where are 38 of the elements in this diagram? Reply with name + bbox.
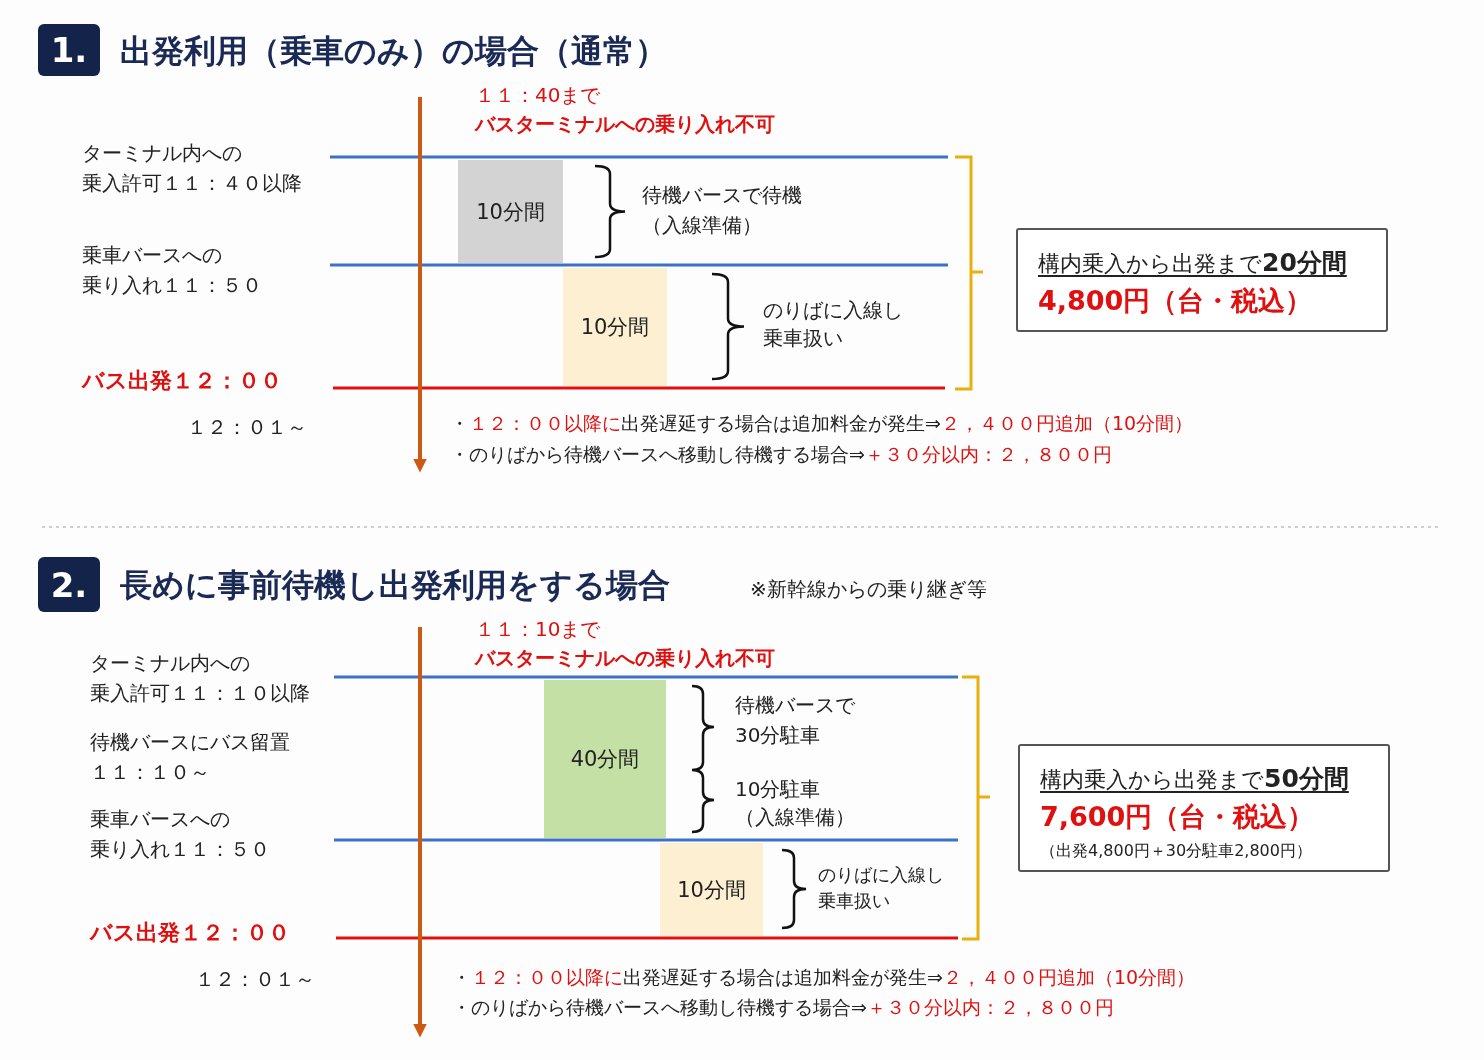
summary-box bbox=[1016, 228, 1388, 332]
time-label: ターミナル内への乗入許可１１：４０以降 bbox=[82, 140, 302, 197]
duration-block: 10分間 bbox=[563, 268, 667, 386]
price-text: 7,600円（台・税込） bbox=[1040, 800, 1316, 834]
note-text: ・１２：００以降に出発遅延する場合は追加料金が発生⇒２，４００円追加（10分間） bbox=[450, 411, 1194, 436]
duration-heading: 構内乗入から出発まで20分間 bbox=[1038, 247, 1348, 279]
duration-heading: 構内乗入から出発まで50分間 bbox=[1040, 763, 1350, 795]
departure-label: バス出発１２：００ bbox=[82, 367, 282, 395]
brace-text: 待機バースで待機（入線準備） bbox=[642, 182, 802, 239]
note-text: ・のりばから待機バースへ移動し待機する場合⇒＋３０分以内：２，８００円 bbox=[452, 995, 1114, 1020]
duration-block: 10分間 bbox=[458, 160, 563, 263]
note-text: ・のりばから待機バースへ移動し待機する場合⇒＋３０分以内：２，８００円 bbox=[450, 442, 1112, 467]
time-limit-text: １１：40まで bbox=[475, 82, 601, 109]
number-badge: 1. bbox=[38, 24, 100, 76]
duration-block: 40分間 bbox=[544, 680, 666, 838]
restriction-text: バスターミナルへの乗り入れ不可 bbox=[475, 111, 775, 138]
time-label: 待機バースにバス留置１１：１０～ bbox=[90, 729, 290, 786]
brace-text: のりばに入線し乗車扱い bbox=[818, 863, 944, 913]
note-text: ・１２：００以降に出発遅延する場合は追加料金が発生⇒２，４００円追加（10分間） bbox=[452, 965, 1196, 990]
section-heading: 出発利用（乗車のみ）の場合（通常） bbox=[120, 31, 667, 72]
brace-text: 10分駐車（入線準備） bbox=[735, 776, 855, 831]
note-text: ※新幹線からの乗り継ぎ等 bbox=[750, 576, 987, 603]
number-badge: 2. bbox=[38, 557, 100, 612]
duration-block: 10分間 bbox=[660, 843, 763, 936]
time-label: 乗車バースへの乗り入れ１１：５０ bbox=[82, 242, 262, 299]
time-limit-text: １１：10まで bbox=[475, 616, 601, 643]
restriction-text: バスターミナルへの乗り入れ不可 bbox=[475, 645, 775, 672]
brace-text: 待機バースで30分駐車 bbox=[735, 692, 855, 749]
departure-label: バス出発１２：００ bbox=[90, 919, 290, 947]
price-text: 4,800円（台・税込） bbox=[1038, 284, 1314, 318]
price-breakdown: （出発4,800円＋30分駐車2,800円） bbox=[1040, 841, 1313, 862]
summary-box bbox=[1018, 744, 1390, 872]
section-heading: 長めに事前待機し出発利用をする場合 bbox=[120, 565, 670, 606]
time-label: １２：０１～ bbox=[195, 966, 315, 993]
time-label: 乗車バースへの乗り入れ１１：５０ bbox=[90, 806, 270, 863]
time-label: １２：０１～ bbox=[187, 414, 307, 441]
brace-text: のりばに入線し乗車扱い bbox=[763, 297, 903, 352]
time-label: ターミナル内への乗入許可１１：１０以降 bbox=[90, 650, 310, 707]
